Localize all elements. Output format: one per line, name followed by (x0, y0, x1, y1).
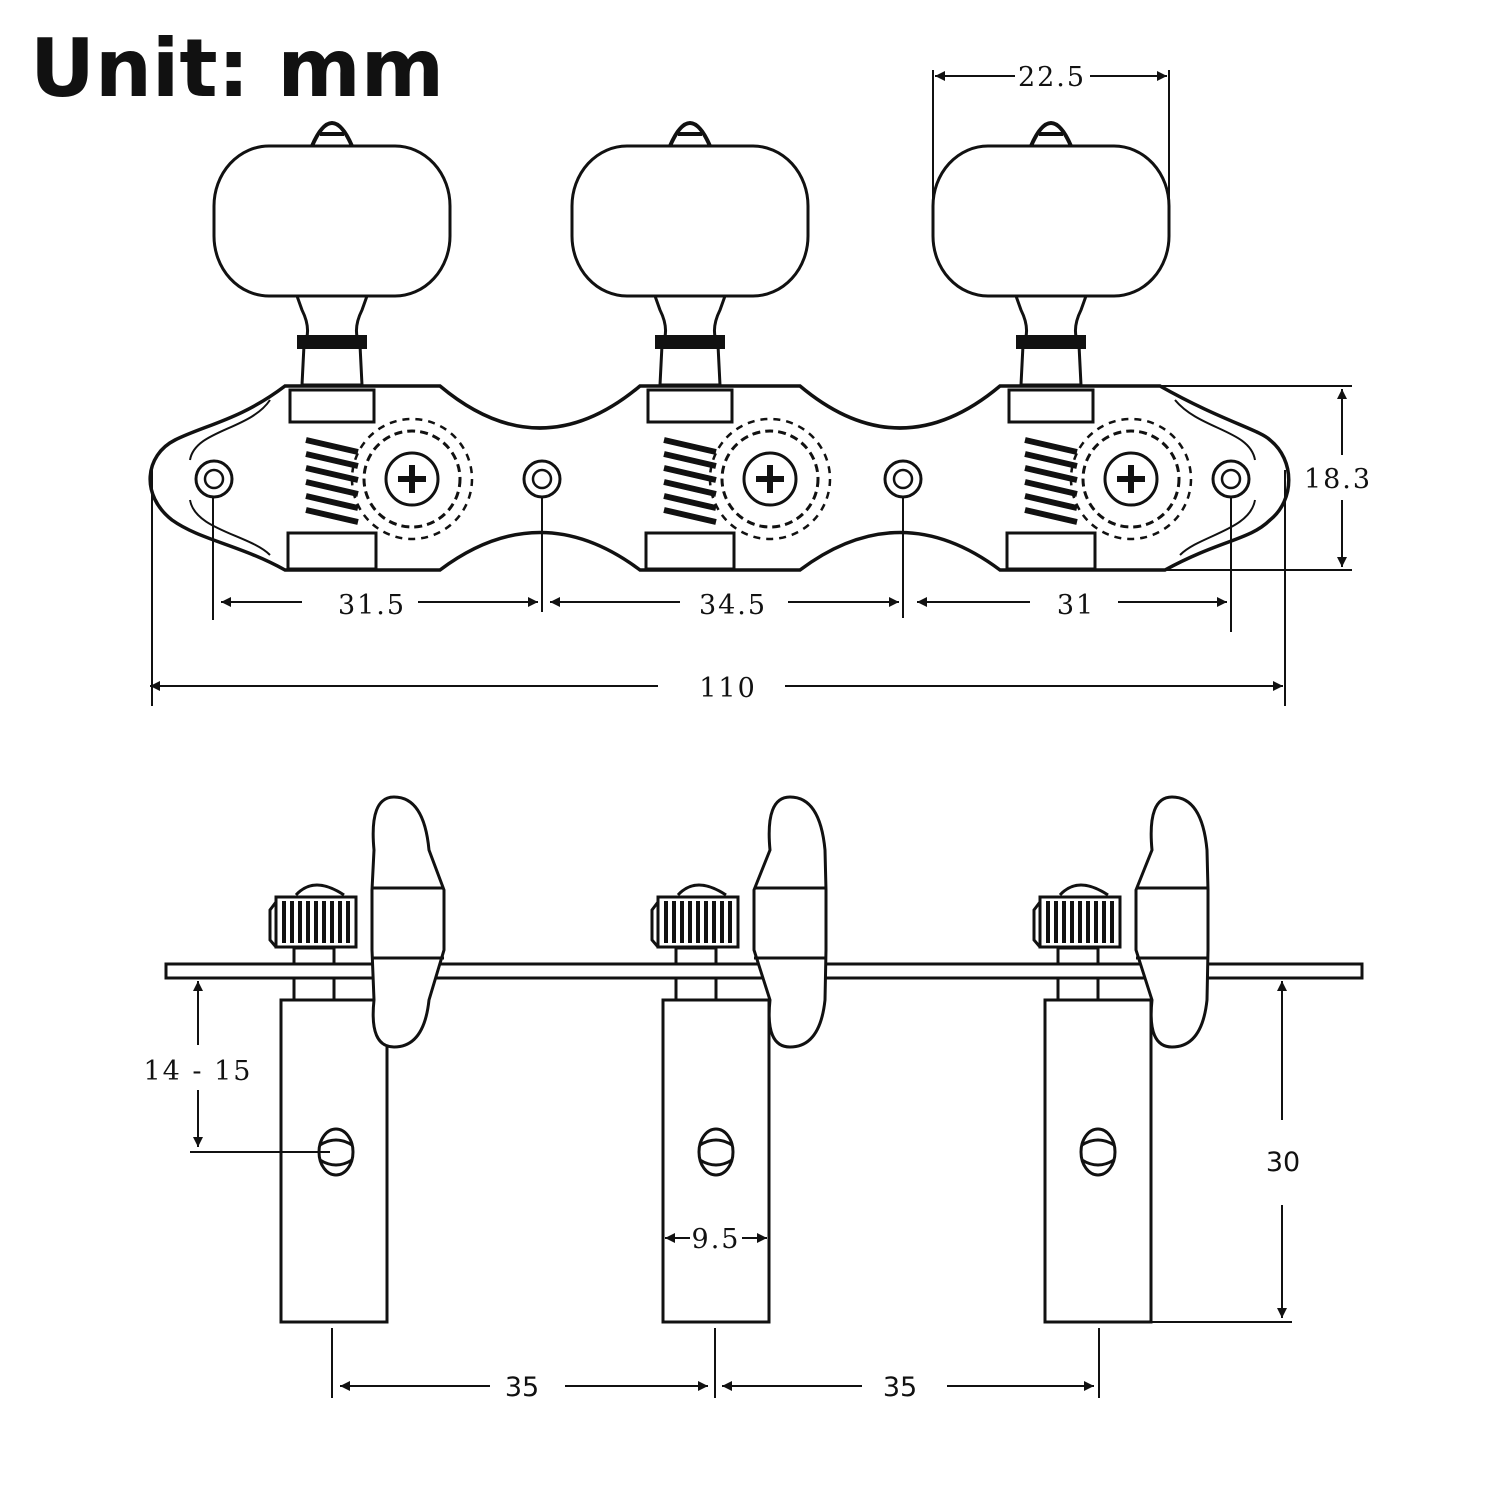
tuner-knob-1 (212, 144, 452, 298)
tuner-1 (212, 121, 472, 571)
side-tuner-1 (268, 795, 446, 1324)
dim-roller-length: 30 (1151, 981, 1300, 1323)
dim-label-overall-length: 110 (699, 673, 757, 704)
dim-label-knob-width: 22.5 (1018, 62, 1086, 93)
dim-label-roller-spacing-2: 35 (883, 1372, 917, 1403)
dim-hole-spacing: 31.5 34.5 31 (212, 498, 1232, 632)
dim-label-post-offset: 14 - 15 (143, 1056, 252, 1087)
top-view: 22.5 18.3 31.5 34.5 31 (148, 62, 1372, 706)
tuner-knob-3 (931, 144, 1171, 298)
dim-roller-width: 9.5 (665, 1224, 767, 1255)
dim-overall-length: 110 (150, 470, 1286, 706)
side-view: 14 - 15 30 9.5 35 35 (143, 795, 1364, 1403)
side-tuner-3 (1032, 795, 1210, 1324)
unit-title: Unit: mm (30, 22, 444, 115)
tuner-knob-2 (570, 144, 810, 298)
dim-post-offset: 14 - 15 (143, 981, 330, 1153)
dim-roller-spacing: 35 35 (331, 1328, 1100, 1403)
dim-label-hole-spacing-1: 31.5 (338, 590, 406, 621)
mount-hole-4 (1211, 459, 1251, 499)
side-tuner-2 (650, 795, 828, 1324)
dim-label-roller-width: 9.5 (692, 1224, 741, 1255)
dim-label-plate-height: 18.3 (1304, 464, 1372, 495)
dim-label-roller-length: 30 (1266, 1147, 1300, 1178)
tuner-2 (570, 121, 830, 571)
dim-label-hole-spacing-2: 34.5 (699, 590, 767, 621)
dim-knob-width: 22.5 (932, 62, 1170, 205)
tuner-plate (148, 384, 1291, 572)
mount-hole-1 (194, 459, 234, 499)
dim-label-hole-spacing-3: 31 (1057, 590, 1095, 621)
dim-plate-height: 18.3 (1150, 385, 1372, 571)
tuner-3 (931, 121, 1191, 571)
mount-hole-3 (883, 459, 923, 499)
dim-label-roller-spacing-1: 35 (505, 1372, 539, 1403)
mount-hole-2 (522, 459, 562, 499)
